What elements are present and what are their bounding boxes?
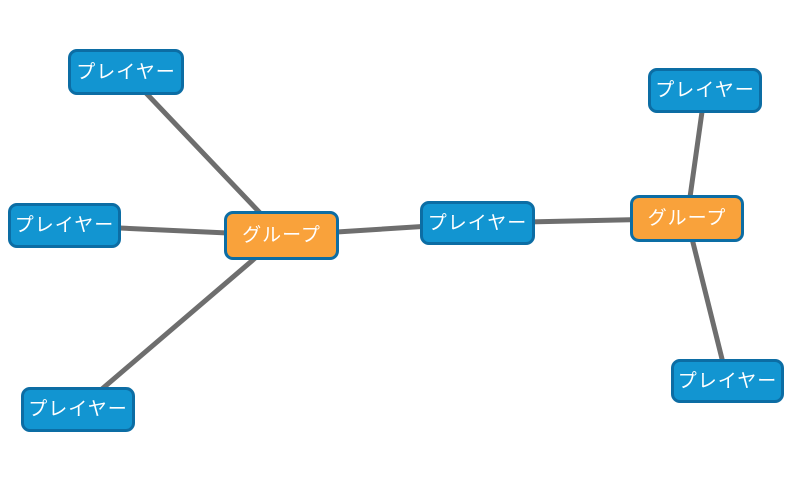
player-bottom-left-node[interactable]: プレイヤー — [21, 387, 135, 432]
player-mid-left-node[interactable]: プレイヤー — [8, 203, 121, 248]
group-right-node[interactable]: グループ — [630, 195, 744, 242]
group-left-node[interactable]: グループ — [224, 211, 339, 260]
edge-group-right-to-player-bottom-right — [684, 216, 730, 384]
player-node-label: プレイヤー — [28, 399, 128, 420]
player-top-left-node[interactable]: プレイヤー — [68, 49, 184, 95]
player-node-label: プレイヤー — [677, 370, 778, 392]
player-center-node[interactable]: プレイヤー — [420, 201, 535, 245]
group-node-label: グループ — [647, 208, 727, 229]
player-top-right-node[interactable]: プレイヤー — [648, 68, 762, 113]
player-node-label: プレイヤー — [655, 80, 755, 101]
group-node-label: グループ — [242, 225, 321, 246]
edge-player-bottom-left-to-group-left — [75, 233, 284, 412]
player-node-label: プレイヤー — [427, 212, 528, 234]
player-bottom-right-node[interactable]: プレイヤー — [671, 359, 784, 403]
edge-player-top-left-to-group-left — [123, 69, 284, 238]
player-node-label: プレイヤー — [14, 215, 115, 236]
player-node-label: プレイヤー — [76, 61, 176, 83]
